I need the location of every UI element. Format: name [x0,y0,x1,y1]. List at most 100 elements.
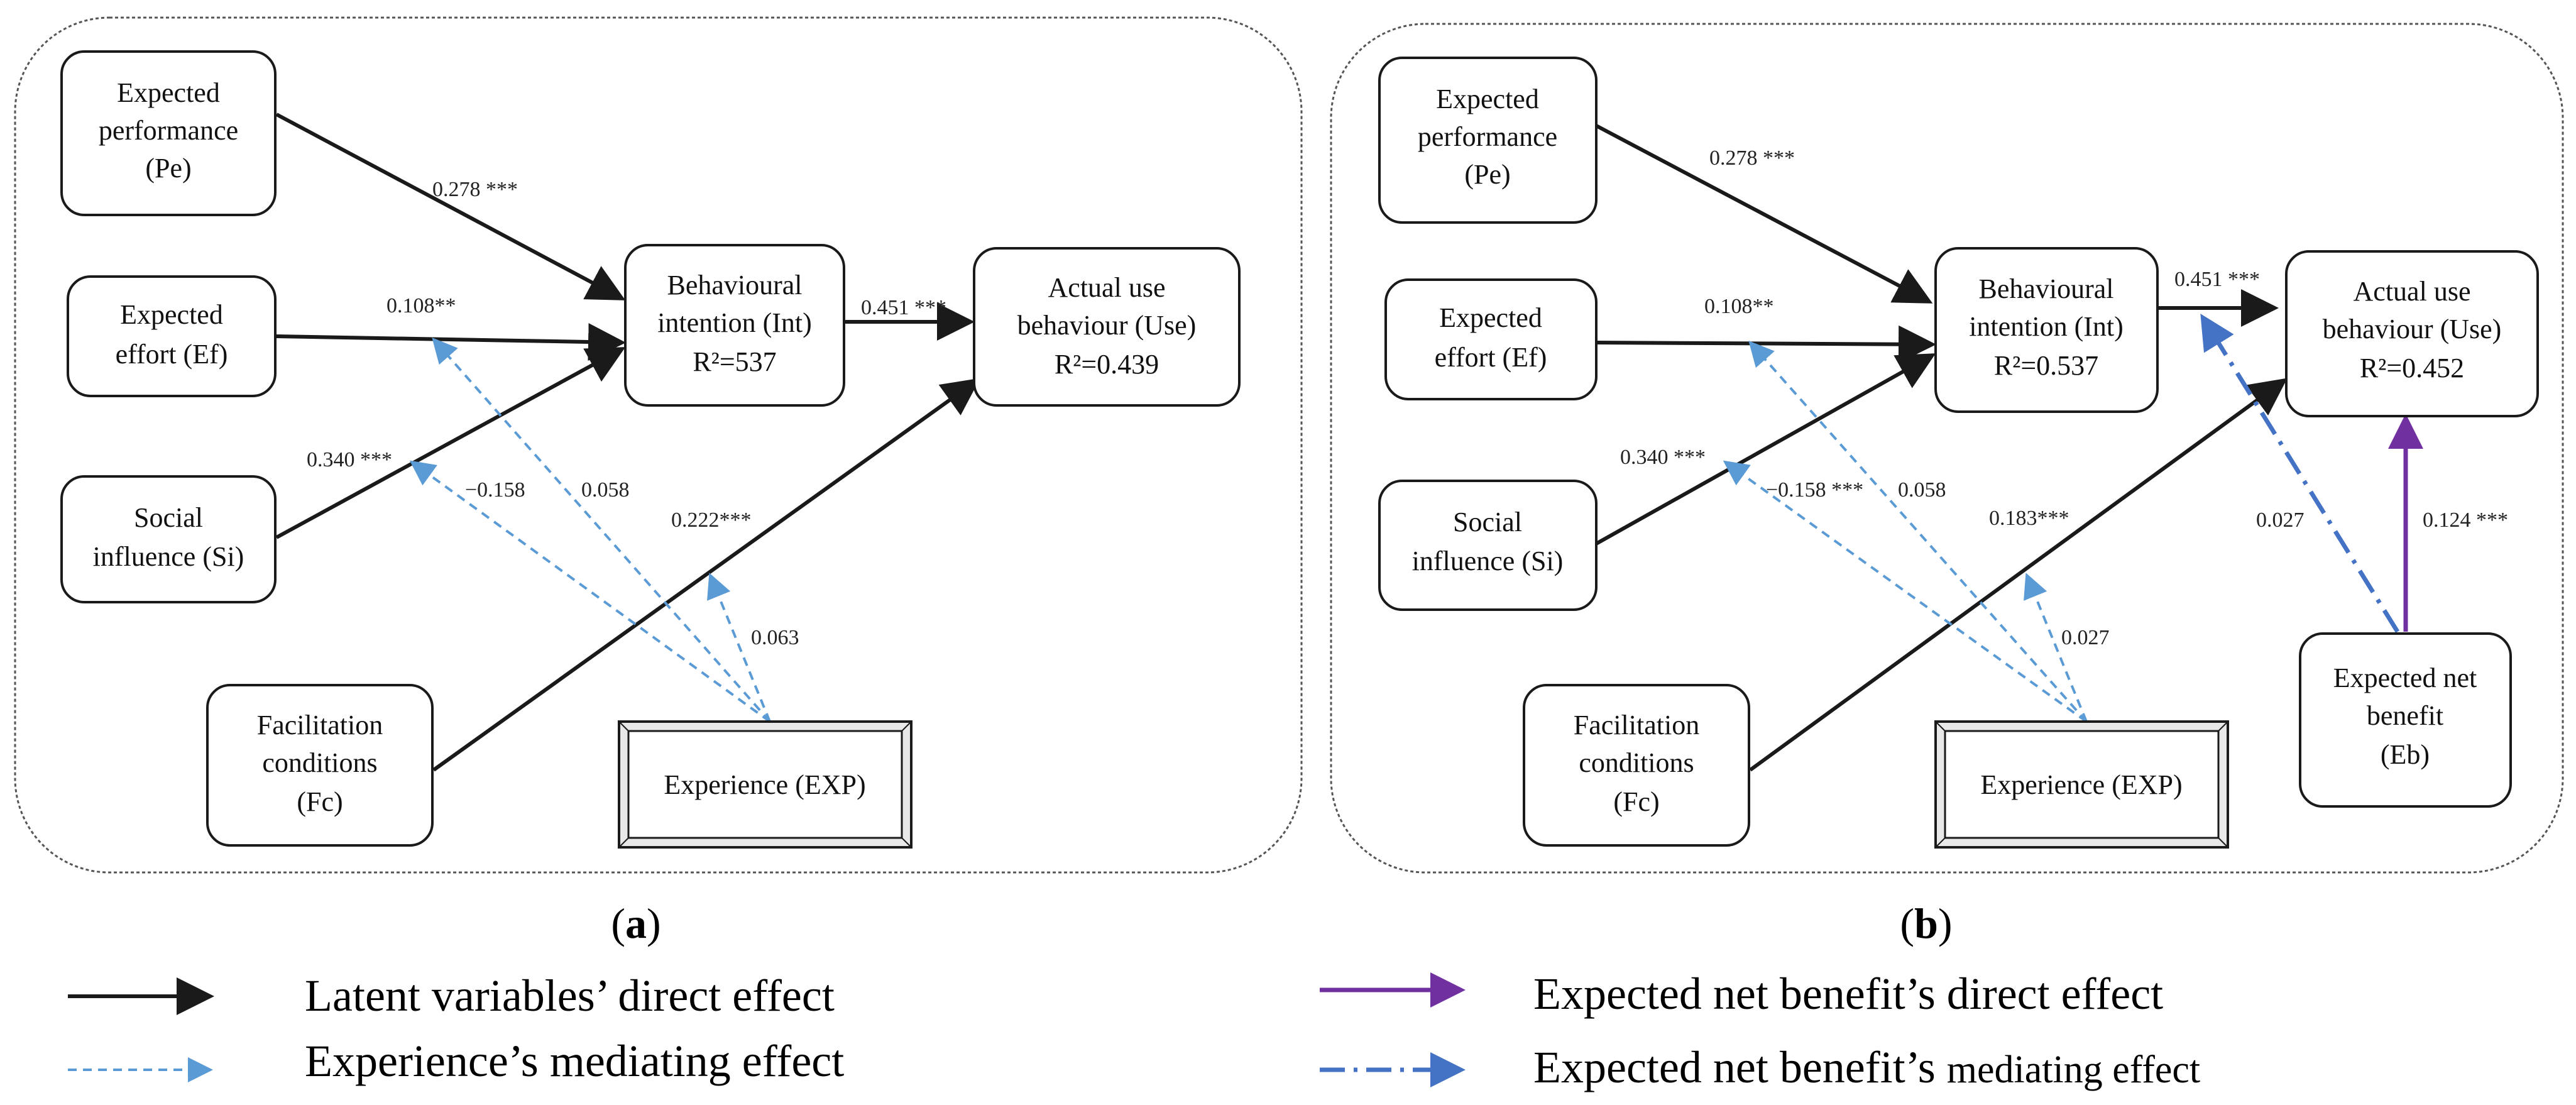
node-a-int-line1: Behavioural [667,270,802,300]
node-b-si-line2: influence (Si) [1412,546,1564,576]
node-a-int-line2: intention (Int) [657,307,812,338]
arrow-a-exp-si [409,460,771,723]
node-b-eb: Expected net benefit (Eb) [2299,632,2512,808]
node-b-eb-line3: (Eb) [2381,739,2430,770]
node-b-use-line2: behaviour (Use) [2323,314,2502,344]
arrow-b-exp-si [1723,460,2088,723]
arrow-a-fc-use [432,378,980,772]
node-b-fc-line2: conditions [1579,747,1694,778]
node-b-pe-line2: performance [1418,121,1557,152]
coef-b-pe-int: 0.278 *** [1709,146,1795,170]
node-a-ef: Expected effort (Ef) [67,275,277,397]
legend-item-benefit-direct: Expected net benefit’s direct effect [1320,969,2163,1019]
arrow-b-eb-int [2200,314,2399,633]
node-a-pe-line2: performance [99,115,238,146]
coef-b-fc-use: 0.183*** [1989,507,2069,530]
legend-label-benefit-direct: Expected net benefit’s direct effect [1533,969,2163,1019]
node-b-use-line1: Actual use [2354,276,2471,307]
node-b-eb-line1: Expected net [2333,662,2477,693]
node-a-ef-line1: Expected [120,299,223,330]
coef-a-pe-int: 0.278 *** [432,178,518,201]
legend-label-experience: Experience’s mediating effect [305,1036,844,1086]
arrow-b-si-int [1595,353,1936,546]
arrow-a-exp-ef [432,337,771,723]
legend-label-benefit-mediating: Expected net benefit’s mediating effect [1533,1042,2200,1092]
node-a-pe: Expected performance (Pe) [60,50,277,216]
coef-a-ef-int: 0.108** [386,294,456,317]
coef-b-si-int: 0.340 *** [1620,446,1706,469]
legend-item-benefit-mediating: Expected net benefit’s mediating effect [1320,1042,2200,1092]
legend-item-direct: Latent variables’ direct effect [68,970,835,1021]
node-a-si: Social influence (Si) [60,475,277,603]
node-b-exp-label: Experience (EXP) [1980,769,2182,800]
panel-a-frame [14,16,1303,874]
node-a-use-line2: behaviour (Use) [1017,310,1197,341]
node-b-pe-line1: Expected [1436,84,1539,114]
coef-b-eb-use: 0.124 *** [2423,509,2508,532]
node-b-int-line2: intention (Int) [1969,311,2124,342]
node-b-pe: Expected performance (Pe) [1378,57,1598,224]
arrow-a-si-int [275,347,626,539]
node-b-int-line1: Behavioural [1978,273,2113,304]
arrow-b-ef-int [1596,325,1936,363]
node-a-use-line1: Actual use [1048,272,1166,303]
coef-a-exp-fc: 0.063 [751,626,799,649]
arrow-a-ef-int [276,323,626,361]
node-a-fc-line2: conditions [262,747,377,778]
coef-a-fc-use: 0.222*** [671,509,752,532]
node-b-eb-line2: benefit [2367,700,2443,731]
panel-b: Expected performance (Pe) Expected effor… [1330,23,2564,874]
node-b-ef: Expected effort (Ef) [1384,278,1598,400]
node-a-pe-line1: Expected [117,77,220,108]
node-a-si-line2: influence (Si) [93,541,244,572]
node-a-fc-line1: Facilitation [257,710,383,740]
caption-b: (b) [1900,899,1952,947]
node-a-exp-label: Experience (EXP) [664,769,865,800]
caption-a: (a) [611,899,660,947]
node-b-use-line3: R²=0.452 [2360,353,2464,383]
node-b-si-line1: Social [1453,507,1522,537]
node-b-pe-line3: (Pe) [1464,159,1510,190]
panel-a: Expected performance (Pe) Expected effor… [14,16,1303,874]
coef-b-exp-si: −0.158 *** [1766,478,1863,502]
node-a-int-line3: R²=537 [693,346,776,377]
coef-b-ef-int: 0.108** [1704,295,1774,318]
node-b-fc-line3: (Fc) [1613,786,1659,817]
node-a-fc: Facilitation conditions (Fc) [206,684,434,847]
arrow-b-exp-fc [2024,573,2088,722]
coef-a-int-use: 0.451 *** [861,296,946,319]
panel-b-frame [1330,23,2564,874]
coef-b-int-use: 0.451 *** [2174,268,2260,291]
node-b-fc-line1: Facilitation [1574,710,1699,740]
node-b-ef-line2: effort (Ef) [1435,342,1547,373]
coef-b-exp-ef: 0.058 [1898,478,1946,502]
arrow-a-pe-int [275,113,626,300]
node-b-use: Actual use behaviour (Use) R²=0.452 [2285,250,2539,417]
node-a-use-line3: R²=0.439 [1055,349,1159,380]
arrow-b-fc-use [1749,378,2288,772]
node-a-fc-line3: (Fc) [297,786,343,817]
arrow-b-pe-int [1595,124,1933,304]
node-b-ef-line1: Expected [1439,302,1542,333]
node-b-si: Social influence (Si) [1378,480,1598,611]
legend: Latent variables’ direct effect Experien… [68,969,2200,1092]
coef-a-si-int: 0.340 *** [307,448,392,471]
coef-b-eb-int: 0.027 [2256,509,2305,532]
node-a-ef-line2: effort (Ef) [116,339,228,370]
node-b-int: Behavioural intention (Int) R²=0.537 [1934,247,2159,413]
node-a-exp: Experience (EXP) [618,720,913,849]
node-a-int: Behavioural intention (Int) R²=537 [624,244,845,407]
node-a-si-line1: Social [134,502,203,533]
node-b-int-line3: R²=0.537 [1994,350,2098,381]
node-b-exp: Experience (EXP) [1934,720,2229,849]
node-a-use: Actual use behaviour (Use) R²=0.439 [973,247,1241,407]
coef-a-exp-si: −0.158 [465,478,525,502]
node-a-pe-line3: (Pe) [145,153,191,184]
legend-label-direct: Latent variables’ direct effect [305,970,835,1021]
node-b-fc: Facilitation conditions (Fc) [1523,684,1750,847]
arrow-a-exp-fc [707,573,771,722]
coef-a-exp-ef: 0.058 [581,478,630,502]
coef-b-exp-fc: 0.027 [2061,626,2110,649]
legend-item-experience: Experience’s mediating effect [68,1036,844,1086]
